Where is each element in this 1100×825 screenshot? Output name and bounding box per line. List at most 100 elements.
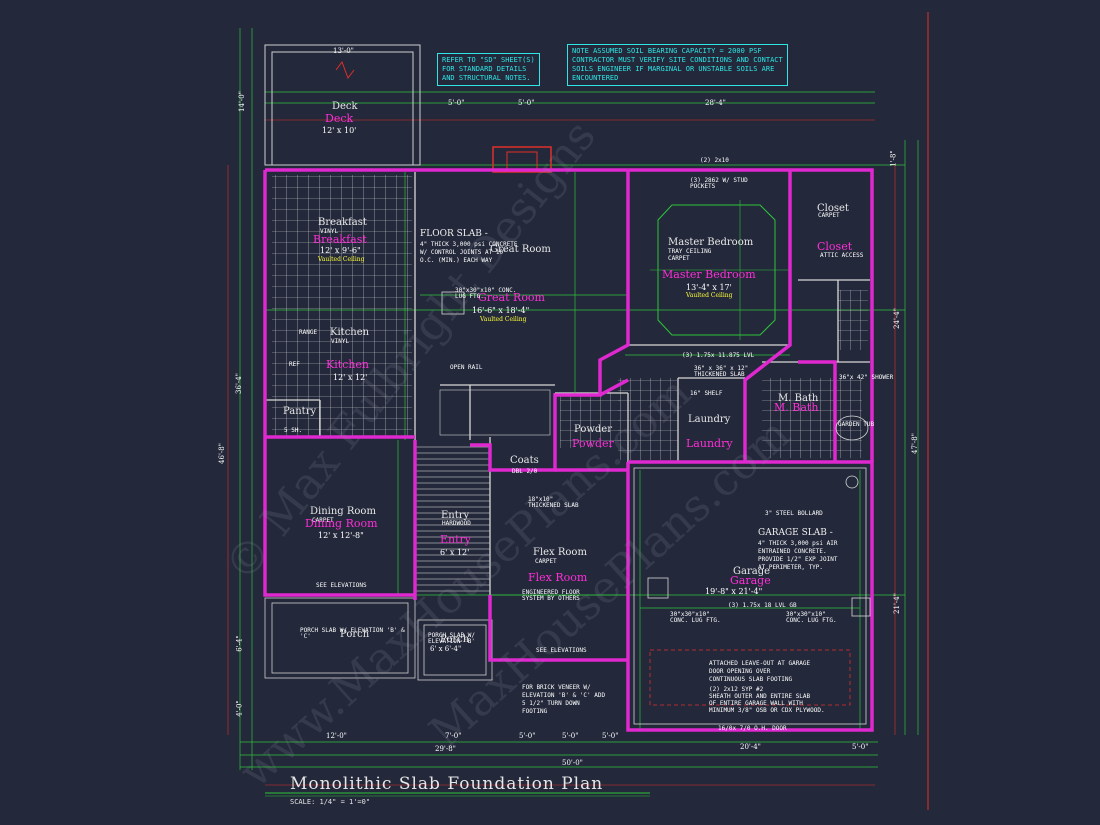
pantry-shelf: 5 SH. [284,427,303,434]
floor-slab-line-3: O.C. (MIN.) EACH WAY [420,257,493,264]
lug-footing-3: 30"x30"x10" CONC. LUG FTG. [786,611,837,624]
closet-floor: CARPET [818,212,840,219]
entry-size: 6' x 12' [440,548,470,557]
breakfast-floor: VINYL [320,228,339,235]
garage-slab-line-2: ENTRAINED CONCRETE. [758,548,827,555]
garage-label: Garage [733,566,771,577]
sheath-line-1: (2) 2x12 SYP #2 [709,686,764,693]
see-elevations-2: SEE ELEVATIONS [536,647,587,654]
dim-bottom-2: 7'-0" [445,732,462,740]
floor-slab-line-1: 4" THICK 3,000 psi CONCRETE [420,241,518,248]
flex-floor: CARPET [535,558,557,565]
kitchen-label-magenta: Kitchen [326,358,369,371]
closet-label-magenta: Closet [817,240,853,253]
brick-veneer-note: FOR BRICK VENEER W/ ELEVATION 'B' & 'C' … [518,682,609,718]
garage-label-magenta: Garage [730,574,771,587]
dining-floor: CARPET [312,517,334,524]
dim-bottom-6: 20'-4" [740,743,761,751]
floor-slab-title: FLOOR SLAB - [420,229,488,239]
garage-slab-line-3: PROVIDE 1/2" EXP JOINT [758,556,838,563]
see-elevations-1: SEE ELEVATIONS [316,582,367,589]
master-bedroom-label-magenta: Master Bedroom [662,268,756,281]
sheath-note: (2) 2x12 SYP #2 SHEATH OUTER AND ENTIRE … [705,684,829,716]
closet-label: Closet [817,203,849,214]
leave-out-line-1: ATTACHED LEAVE-OUT AT GARAGE [709,660,811,667]
soil-note-line-2: CONTRACTOR MUST VERIFY SITE CONDITIONS A… [572,56,783,64]
sd-note-line-1: REFER TO "SD" SHEET(S) [442,56,535,64]
breakfast-size: 12' x 9'-6" [320,246,361,255]
garage-slab-line-4: AT PERIMETER, TYP. [758,564,824,571]
steel-bollard: 3" STEEL BOLLARD [765,510,823,517]
entry-label-magenta: Entry [440,533,472,546]
entry-floor: HARDWOOD [442,520,471,527]
great-room-size: 16'-6" x 18'-4" [472,306,530,315]
closet-attic: ATTIC ACCESS [820,252,864,259]
dim-bottom-5: 5'-0" [602,732,619,740]
sd-note-line-2: FOR STANDARD DETAILS [442,65,527,73]
kitchen-floor: VINYL [331,338,350,345]
dim-bottom-8: 29'-8" [435,745,456,753]
dining-size: 12' x 12'-8" [318,531,364,540]
dim-right-4: 21'-4" [892,593,901,614]
deck-label-magenta: Deck [325,112,354,125]
deck-label: Deck [332,101,358,112]
dim-left-2: 36'-4" [234,373,243,394]
breakfast-label-magenta: Breakfast [313,233,367,246]
dining-room-label-magenta: Dining Room [305,517,378,530]
engineered-floor: ENGINEERED FLOOR SYSTEM BY OTHERS [522,589,580,602]
sd-sheets-note: REFER TO "SD" SHEET(S) FOR STANDARD DETA… [437,53,540,86]
kitchen-size: 12' x 12' [333,373,368,382]
master-bath-label: M. Bath [778,393,819,404]
dim-total: 50'-0" [562,759,583,767]
dim-bottom-1: 12'-0" [326,732,347,740]
porch-1-note: PORCH SLAB W/ ELEVATION 'B' & 'C' [300,627,405,640]
dim-top-1: 5'-0" [448,99,465,107]
brick-line-2: ELEVATION 'B' & 'C' ADD [522,692,606,699]
powder-label: Powder [574,424,613,435]
deck-size: 12' x 10' [322,126,357,135]
dim-left-4: 6'-4" [235,635,244,652]
dim-bottom-7: 5'-0" [852,743,869,751]
dim-left-3: 46'-8" [217,443,226,464]
master-bath-label-magenta: M. Bath [774,401,819,414]
dim-bottom-3: 5'-0" [519,732,536,740]
leave-out-line-2: DOOR OPENING OVER [709,668,771,675]
flex-room-label: Flex Room [533,547,587,558]
porch-1-label: Porch [340,629,370,640]
flex-room-label-magenta: Flex Room [528,571,588,584]
leave-out-note: ATTACHED LEAVE-OUT AT GARAGE DOOR OPENIN… [705,658,814,686]
porch-2-note: PORCH SLAB W/ ELEVATION 'B' [428,632,475,645]
dim-right-1: 1'-8" [889,150,898,167]
coats-label: Coats [510,455,539,466]
dim-left-1: 14'-0" [237,91,246,112]
brick-line-3: 5 1/2" TURN DOWN [522,700,580,707]
kitchen-range: RANGE [299,329,318,336]
master-ceiling: Vaulted Ceiling [686,292,733,299]
master-bath-tub: GARDEN TUB [838,421,875,428]
brick-line-1: FOR BRICK VENEER W/ [522,684,591,691]
soil-note-line-3: SOILS ENGINEER IF MARGINAL OR UNSTABLE S… [572,65,775,73]
dim-left-5: 4'-0" [235,700,244,717]
header-note: (2) 2x10 [700,157,729,164]
pantry-label: Pantry [283,406,317,417]
kitchen-label: Kitchen [330,327,370,338]
laundry-label: Laundry [688,414,731,425]
soil-note-line-1: NOTE ASSUMED SOIL BEARING CAPACITY = 200… [572,47,762,55]
lug-footing-1: 30"x30"x10" CONC. LUG FTG. [455,287,517,300]
dim-top-2: 5'-0" [518,99,535,107]
brick-line-4: FOOTING [522,708,548,715]
dining-room-label: Dining Room [310,506,376,517]
floor-slab-line-2: W/ CONTROL JOINTS AT 10' [420,249,507,256]
thickened-slab-1: 36" x 36" x 12" THICKENED SLAB [694,365,749,378]
soil-note: NOTE ASSUMED SOIL BEARING CAPACITY = 200… [567,44,788,86]
garage-size: 19'-8" x 21'-4" [705,587,763,596]
dim-bottom-4: 5'-0" [562,732,579,740]
garage-door: 16/0x 7/0 O.H. DOOR [718,725,787,732]
soil-note-line-4: ENCOUNTERED [572,74,619,82]
breakfast-ceiling: Vaulted Ceiling [318,256,365,263]
master-tray: TRAY CEILING [668,248,712,255]
porch-2-size: 6' x 6'-4" [430,645,462,653]
garage-slab-line-1: 4" THICK 3,000 psi AIR [758,540,838,547]
master-size: 13'-4" x 17' [686,283,732,292]
